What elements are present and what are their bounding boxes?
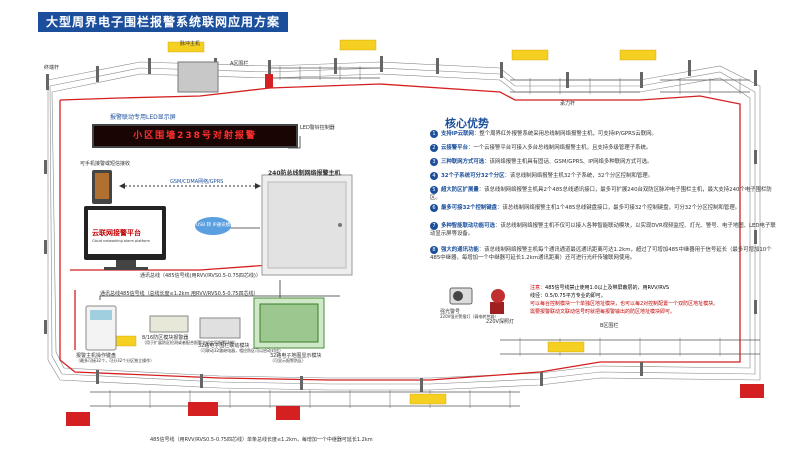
led-controller-label: LED警铃控制器 — [300, 125, 335, 131]
feature-number: 7 — [430, 222, 438, 230]
cloud-platform-subtitle: Cloud networking alarm platform — [92, 239, 150, 243]
fence-tag-mid: 承力杆 — [560, 101, 576, 107]
host-label: 240防总线制网络报警主机 — [268, 170, 341, 177]
notes-line-1: 线径：0.5/0.75平方专业的即可。 — [530, 293, 606, 299]
led-screen: 小区围墙238号对射报警 — [92, 124, 298, 148]
feature-head: 多种智能联动功能可选 — [441, 223, 495, 229]
usb-label: USB 转 IP通讯模块 — [196, 223, 235, 228]
siren-desc: 220V强光警报灯（弱电转控器） — [440, 314, 499, 319]
core-heading: 核心优势 — [445, 117, 489, 130]
feature-head: 32个子系统可分32个分区 — [441, 173, 505, 179]
relay-desc: （可联动32路继电器，相应防区可以启动对应） — [198, 348, 284, 353]
feature-text: ：该总线制网络报警主机每个通讯通道最远通讯距离可达1.2km，超过了可增加485… — [430, 247, 772, 261]
feature-text: ：该总线制网络报警主机1个485总线键盘接口，最多可接32个控制键盘，可分32个… — [497, 205, 741, 211]
map-desc: （可显示报警防区） — [270, 358, 306, 363]
fence-zone-a: A区围栏 — [230, 61, 249, 67]
feature-head: 云接警平台 — [441, 145, 468, 151]
comm-bus-label-2: 通讯总线485信号线（总线长度≤1.2km 用RVV/RVS0.5-0.75四芯… — [100, 291, 259, 297]
led-text: 小区围墙238号对射报警 — [133, 131, 257, 141]
pulse-host-tag: 脉冲主机 — [180, 41, 201, 47]
feature-text: ：整个周界红外报警系统采用总线制网络报警主机，可支持IP/GPRS云联网。 — [473, 131, 657, 137]
relay-label: 32路电子围栏联动模块 — [198, 343, 250, 349]
siren-label: 强光警号 — [440, 309, 461, 315]
bottom-bus-label: 485信号线（用RVV/RVS0.5-0.75四芯线）单条总线长度≤1.2km，… — [150, 437, 373, 443]
feature-text: ：该总线制网络报警主机32个子系统，32个分区控制和管理。 — [504, 173, 654, 179]
expander-label: 8/16防区模块报警器 — [142, 335, 189, 341]
feature-number: 8 — [430, 246, 438, 254]
keypad-desc: （最多可接32个，可分32个分区独立操作） — [76, 358, 155, 363]
feature-number: 3 — [430, 158, 438, 166]
feature-number: 6 — [430, 204, 438, 212]
notes-line-0: 485信号线禁止使用1.0以上及带屏蔽层的，用RVV/RVS — [545, 285, 670, 291]
feature-text: ：该总线制网络报警主机不仅可以接入各种智能联动模块，以实现DVR视频监控、灯光、… — [430, 223, 776, 237]
fence-zone-b: B区围栏 — [600, 323, 619, 329]
feature-text: ：该网络报警主机具有固话、GSM/GPRS、IP网络多种联网方式可选。 — [484, 159, 653, 165]
notes-line-3: 需要报警联动文联动信号时就把每报警输出的防区地址模块即可。 — [530, 309, 676, 315]
gsm-label: GSM/CDMA网络/GPRS — [170, 179, 224, 185]
fence-tag-post: 终端杆 — [44, 65, 60, 71]
feature-number: 1 — [430, 130, 438, 138]
feature-number: 2 — [430, 144, 438, 152]
feature-number: 4 — [430, 172, 438, 180]
page-title: 大型周界电子围栏报警系统联网应用方案 — [38, 12, 289, 32]
cloud-platform-title: 云联网接警平台 — [92, 229, 141, 237]
feature-text: ：一个云接警平台可接入多台总线制网络报警主机，且支持多级管理子系统。 — [467, 145, 652, 151]
mobile-label: 可手机接警或短信接收 — [80, 161, 131, 167]
feature-head: 三种联网方式可选 — [441, 159, 485, 165]
notes-warn: 注意： — [530, 285, 546, 291]
feature-head: 超大防区扩展量 — [441, 187, 479, 193]
keypad-label: 报警主机操作键盘 — [76, 353, 117, 359]
feature-number: 5 — [430, 186, 438, 194]
expander-desc: （用于扩展防区检测或者配合报警主机实现报警功能） — [142, 340, 238, 345]
led-caption: 报警联动专用LED显示屏 — [110, 114, 176, 121]
lamp-label: 220V探照灯 — [486, 319, 514, 325]
feature-head: 强大的通讯功能 — [441, 247, 479, 253]
comm-bus-label-1: 通讯总线（485信号线(用RVV/RVS0.5-0.75四芯线)） — [140, 273, 261, 279]
notes-line-2: 可以每台控制模块一个单独区地址模块，也可以每2对控制配置一个双防区地址模块。 — [530, 301, 719, 307]
notes-block: 注意：485信号线禁止使用1.0以上及带屏蔽层的，用RVV/RVS 线径：0.5… — [530, 284, 760, 316]
feature-head: 支持IP云联网 — [441, 131, 474, 137]
feature-head: 最多可接32个控制键盘 — [441, 205, 498, 211]
map-label: 32路电子地图显示模块 — [270, 353, 322, 359]
feature-text: ：该总线制网络报警主机具2个485总线通讯接口，最多可扩展240台双防区脉冲电子… — [430, 187, 772, 201]
